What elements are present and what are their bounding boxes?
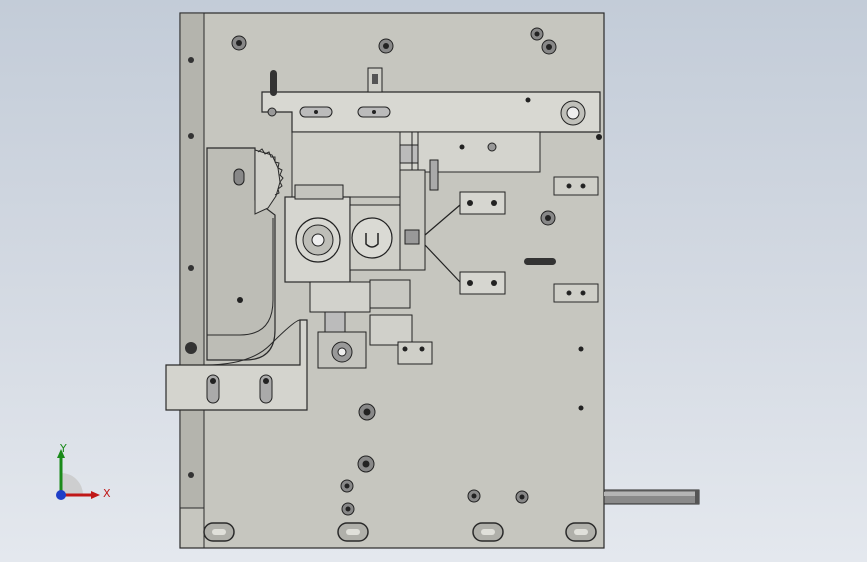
gear-segment[interactable]: [254, 148, 284, 215]
x-axis-label: X: [103, 487, 111, 500]
cam-wheel[interactable]: [349, 204, 401, 271]
z-axis-indicator: [56, 490, 66, 500]
rotary-actuator[interactable]: [284, 184, 351, 283]
guide-column[interactable]: [399, 132, 439, 271]
y-axis-label: Y: [60, 442, 67, 455]
spring-linkage-upper[interactable]: [424, 191, 506, 236]
triad-graphic: [57, 449, 100, 499]
output-shaft[interactable]: [603, 489, 700, 505]
lower-mechanism[interactable]: [309, 279, 433, 369]
spring-linkage-lower[interactable]: [424, 244, 506, 295]
lower-clamp-block[interactable]: [165, 319, 308, 411]
right-brackets[interactable]: [553, 176, 599, 303]
left-strip-holes: [185, 57, 197, 478]
plate-screws: [231, 27, 602, 516]
left-side-bracket[interactable]: [206, 147, 276, 361]
view-orientation-triad[interactable]: Y X: [52, 440, 122, 510]
